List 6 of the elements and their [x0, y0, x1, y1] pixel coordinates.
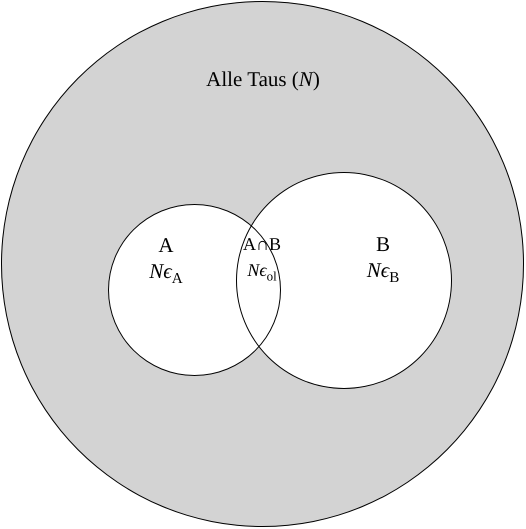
count-formula: Nϵ$_{ol}$ [247, 261, 277, 284]
set-label: A [158, 234, 174, 258]
count-formula: Nϵ$_{B}$ [366, 259, 400, 287]
set-label: Alle Taus (N) [206, 68, 320, 92]
count-formula: Nϵ$_{A}$ [149, 260, 183, 288]
set-label: B [376, 233, 390, 256]
